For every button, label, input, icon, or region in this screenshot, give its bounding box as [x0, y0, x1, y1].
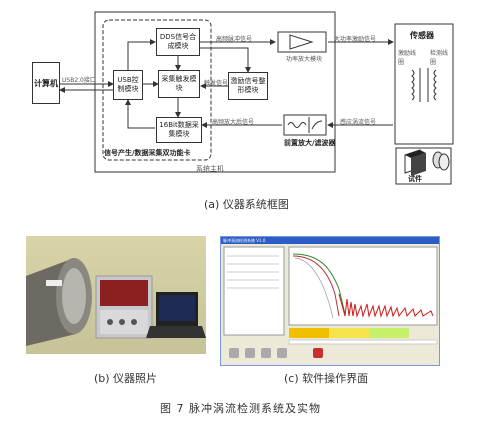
usb-control-module: USB控制模块 [113, 70, 143, 100]
caption-c: (c) 软件操作界面 [284, 372, 369, 385]
dds-module: DDS信号合成模块 [156, 28, 200, 56]
usb-link-label: USB2.0接口 [62, 77, 96, 84]
adc-module: 16Bit数据采集模块 [156, 117, 202, 143]
specimen-label: 试件 [408, 175, 422, 183]
computer-block: 计算机 [32, 62, 60, 104]
power-amp-label: 功率放大模块 [286, 56, 323, 63]
card-label: 信号产生/数据采集双功能卡 [104, 149, 191, 157]
acquisition-trigger-module: 采集触发模块 [158, 70, 200, 98]
software-art [223, 246, 438, 358]
trigger-signal-label: 触发信号 [204, 80, 229, 87]
pulse-signal-label: 高频脉冲信号 [216, 36, 253, 43]
host-label: 系统主机 [196, 165, 224, 173]
drive-shaping-module: 激励信号整形模块 [228, 72, 268, 100]
instrument-photo [26, 236, 206, 354]
sensor-label: 传感器 [410, 31, 434, 40]
figure-title: 图 7 脉冲涡流检测系统及实物 [160, 402, 321, 415]
software-titlebar: 脉冲涡流检测系统 V1.0 [221, 237, 439, 244]
excitation-coil-label: 激励线圈 [398, 50, 417, 66]
eddy-signal-label: 感应涡流信号 [340, 119, 377, 126]
preamp-label: 前置放大/滤波器 [284, 139, 336, 147]
instrument-photo-art [26, 258, 206, 346]
software-screenshot: 脉冲涡流检测系统 V1.0 [220, 236, 440, 366]
detection-coil-label: 检测线圈 [430, 50, 449, 66]
amplified-signal-label: 高频放大后信号 [212, 119, 255, 126]
caption-a: (a) 仪器系统框图 [204, 198, 289, 211]
drive-signal-label: 大功率激励信号 [334, 36, 377, 43]
caption-b: (b) 仪器照片 [94, 372, 158, 385]
